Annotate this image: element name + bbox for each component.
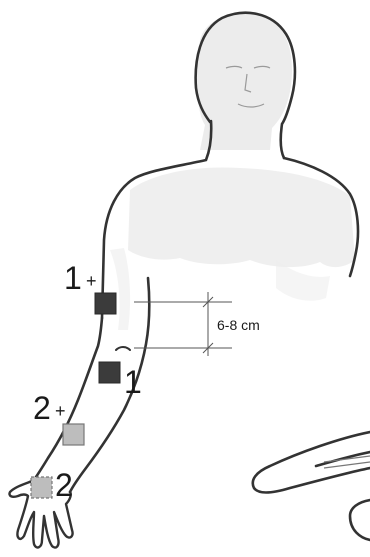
electrode-2-plus-sign: + <box>55 402 66 420</box>
electrode-1-plus-sign: + <box>86 272 97 290</box>
electrode-1-minus-number: 1 <box>124 366 142 398</box>
body-shading <box>110 13 355 330</box>
electrode-2-minus-number: 2 <box>55 469 73 501</box>
elbow-crease <box>116 347 130 350</box>
electrode-2-negative <box>31 477 52 498</box>
distance-label: 6-8 cm <box>217 318 260 332</box>
electrode-1-positive <box>95 293 116 314</box>
electrode-2-positive <box>63 424 84 445</box>
electrode-1-plus-number: 1 <box>64 262 82 294</box>
electrode-2-plus-number: 2 <box>33 392 51 424</box>
lower-right-hand-outline <box>253 432 370 540</box>
electrode-1-negative <box>99 362 120 383</box>
